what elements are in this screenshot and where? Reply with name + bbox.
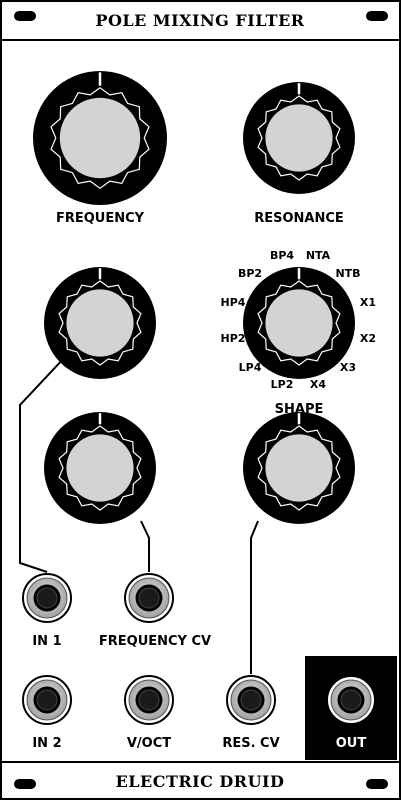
frequency-label: FREQUENCY: [56, 211, 145, 226]
shape-position-hp4: HP4: [221, 296, 246, 309]
shape-label: SHAPE: [275, 402, 324, 417]
frequency-cv-label: FREQUENCY CV: [99, 634, 211, 649]
knob-flutes: [50, 87, 150, 190]
shape-position-nta: NTA: [306, 249, 331, 262]
shape-position-ntb: NTB: [335, 267, 360, 280]
patch-wire-attenuator-in1: [19, 356, 66, 573]
patch-wire-res-cv: [250, 520, 259, 674]
knob-cap: [66, 434, 134, 502]
shape-position-bp4: BP4: [270, 249, 294, 262]
shape-position-x3: X3: [340, 361, 356, 374]
res-cv-jack[interactable]: [226, 675, 276, 725]
knob-flutes: [58, 280, 142, 366]
brand-name: ELECTRIC DRUID: [116, 772, 285, 791]
knob-cap: [265, 289, 333, 357]
jack-hole: [340, 689, 362, 711]
voct-jack[interactable]: [124, 675, 174, 725]
frequency-cv-jack[interactable]: [124, 573, 174, 623]
in1-jack[interactable]: [22, 573, 72, 623]
resonance-cv-attenuator-knob[interactable]: [243, 412, 355, 524]
shape-position-labels: BP4 NTA NTB X1 X2 X3 X4 LP2 LP4 HP2 HP4 …: [221, 249, 377, 391]
in1-label: IN 1: [32, 634, 61, 649]
mounting-hole-bottom-left: [14, 779, 36, 789]
out-jack[interactable]: [326, 675, 376, 725]
voct-label: V/OCT: [127, 736, 171, 751]
shape-position-x1: X1: [360, 296, 376, 309]
jack-hole: [138, 689, 160, 711]
in2-jack[interactable]: [22, 675, 72, 725]
knob-cap: [66, 289, 134, 357]
res-cv-label: RES. CV: [222, 736, 279, 751]
module-title: POLE MIXING FILTER: [95, 11, 304, 30]
knob-flutes: [257, 280, 341, 366]
jack-hole: [240, 689, 262, 711]
shape-position-lp4: LP4: [239, 361, 262, 374]
jack-hole: [36, 689, 58, 711]
jack-hole: [36, 587, 58, 609]
knob-flutes: [58, 425, 142, 511]
shape-position-bp2: BP2: [238, 267, 262, 280]
shape-position-x4: X4: [310, 378, 326, 391]
knob-flutes: [257, 425, 341, 511]
patch-wire-fm-cv: [140, 520, 150, 572]
frequency-cv-attenuator-knob[interactable]: [44, 412, 156, 524]
knob-cap: [265, 434, 333, 502]
resonance-label: RESONANCE: [254, 211, 344, 226]
shape-position-x2: X2: [360, 332, 376, 345]
jack-hole: [138, 587, 160, 609]
resonance-knob[interactable]: [243, 82, 355, 194]
knob-cap: [265, 104, 333, 172]
shape-position-hp2: HP2: [221, 332, 246, 345]
knob-cap: [59, 97, 141, 179]
mounting-hole-top-left: [14, 11, 36, 21]
mounting-hole-top-right: [366, 11, 388, 21]
mounting-hole-bottom-right: [366, 779, 388, 789]
frequency-knob[interactable]: [33, 71, 167, 205]
out-label: OUT: [336, 736, 367, 751]
in2-label: IN 2: [32, 736, 61, 751]
shape-position-lp2: LP2: [271, 378, 294, 391]
frequency-attenuator-knob[interactable]: [44, 267, 156, 379]
knob-flutes: [257, 95, 341, 181]
shape-knob[interactable]: [243, 267, 355, 379]
